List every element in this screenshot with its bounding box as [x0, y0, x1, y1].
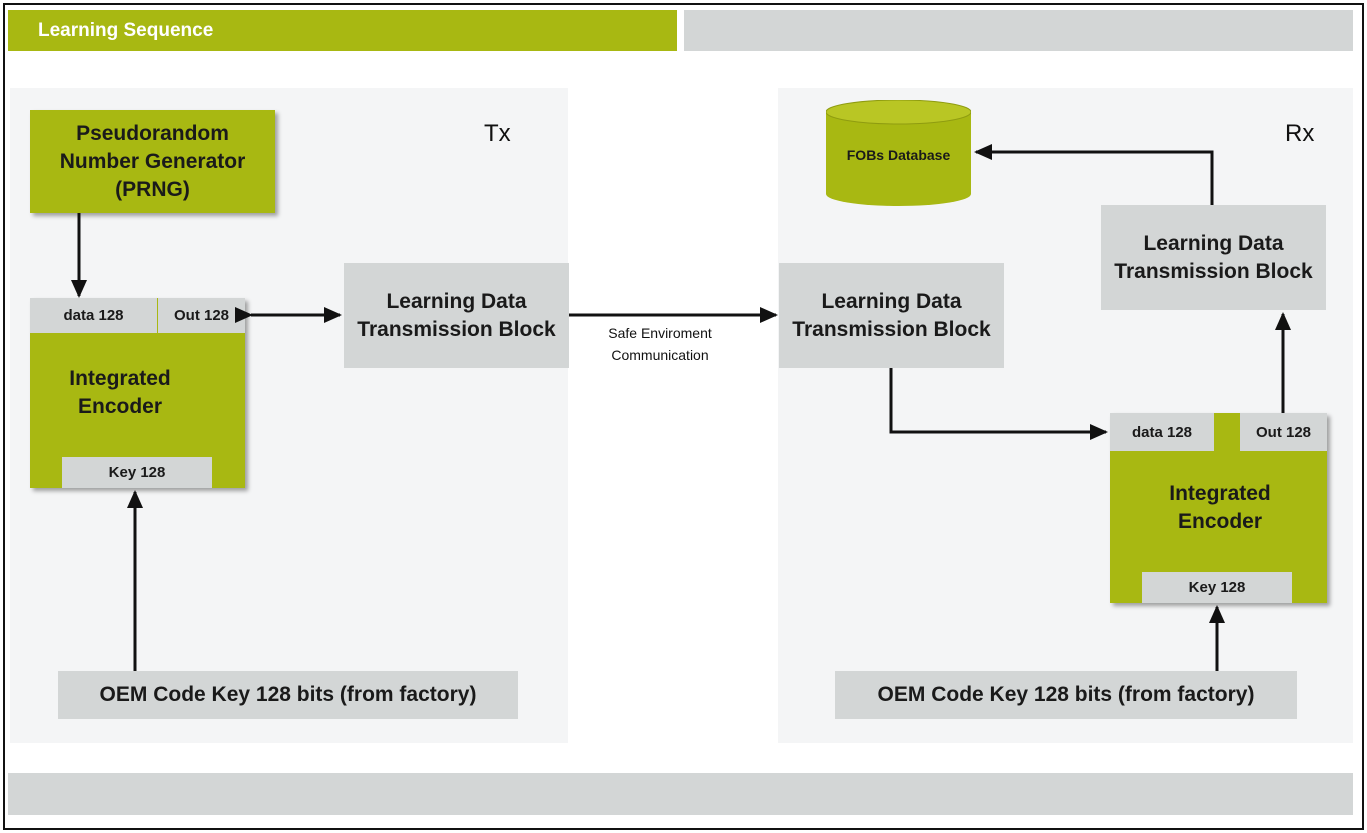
tx-data-port: data 128: [30, 298, 157, 333]
tx-encoder-title: Integrated Encoder: [69, 367, 171, 418]
tx-integrated-encoder: data 128 Out 128 Integrated Encoder Key …: [30, 298, 245, 488]
rx-learning-data-transmission-block-out: Learning Data Transmission Block: [1101, 205, 1326, 310]
fobs-database: FOBs Database: [826, 100, 971, 206]
tx-key-port: Key 128: [62, 457, 212, 488]
tx-out-port: Out 128: [158, 298, 245, 333]
footer-bar: [8, 773, 1353, 815]
tx-oem-code-key: OEM Code Key 128 bits (from factory): [58, 671, 518, 719]
rx-encoder-title: Integrated Encoder: [1169, 482, 1271, 533]
rx-learning-data-transmission-block-in: Learning Data Transmission Block: [779, 263, 1004, 368]
rx-key-port: Key 128: [1142, 572, 1292, 603]
tx-learning-data-transmission-block: Learning Data Transmission Block: [344, 263, 569, 368]
rx-oem-code-key: OEM Code Key 128 bits (from factory): [835, 671, 1297, 719]
header-bar: Learning Sequence: [8, 10, 677, 51]
tx-label: Tx: [484, 120, 511, 147]
prng-block: Pseudorandom Number Generator (PRNG): [30, 110, 275, 213]
database-cylinder-icon: [826, 100, 971, 206]
header-title: Learning Sequence: [38, 20, 214, 41]
fobs-database-label: FOBs Database: [846, 147, 951, 163]
rx-label: Rx: [1285, 120, 1315, 147]
rx-out-port: Out 128: [1240, 413, 1327, 451]
rx-integrated-encoder: data 128 Out 128 Integrated Encoder Key …: [1110, 413, 1327, 603]
rx-data-port: data 128: [1110, 413, 1214, 451]
header-bar-right: [684, 10, 1353, 51]
link-caption: Safe Enviroment Communication: [608, 325, 712, 363]
